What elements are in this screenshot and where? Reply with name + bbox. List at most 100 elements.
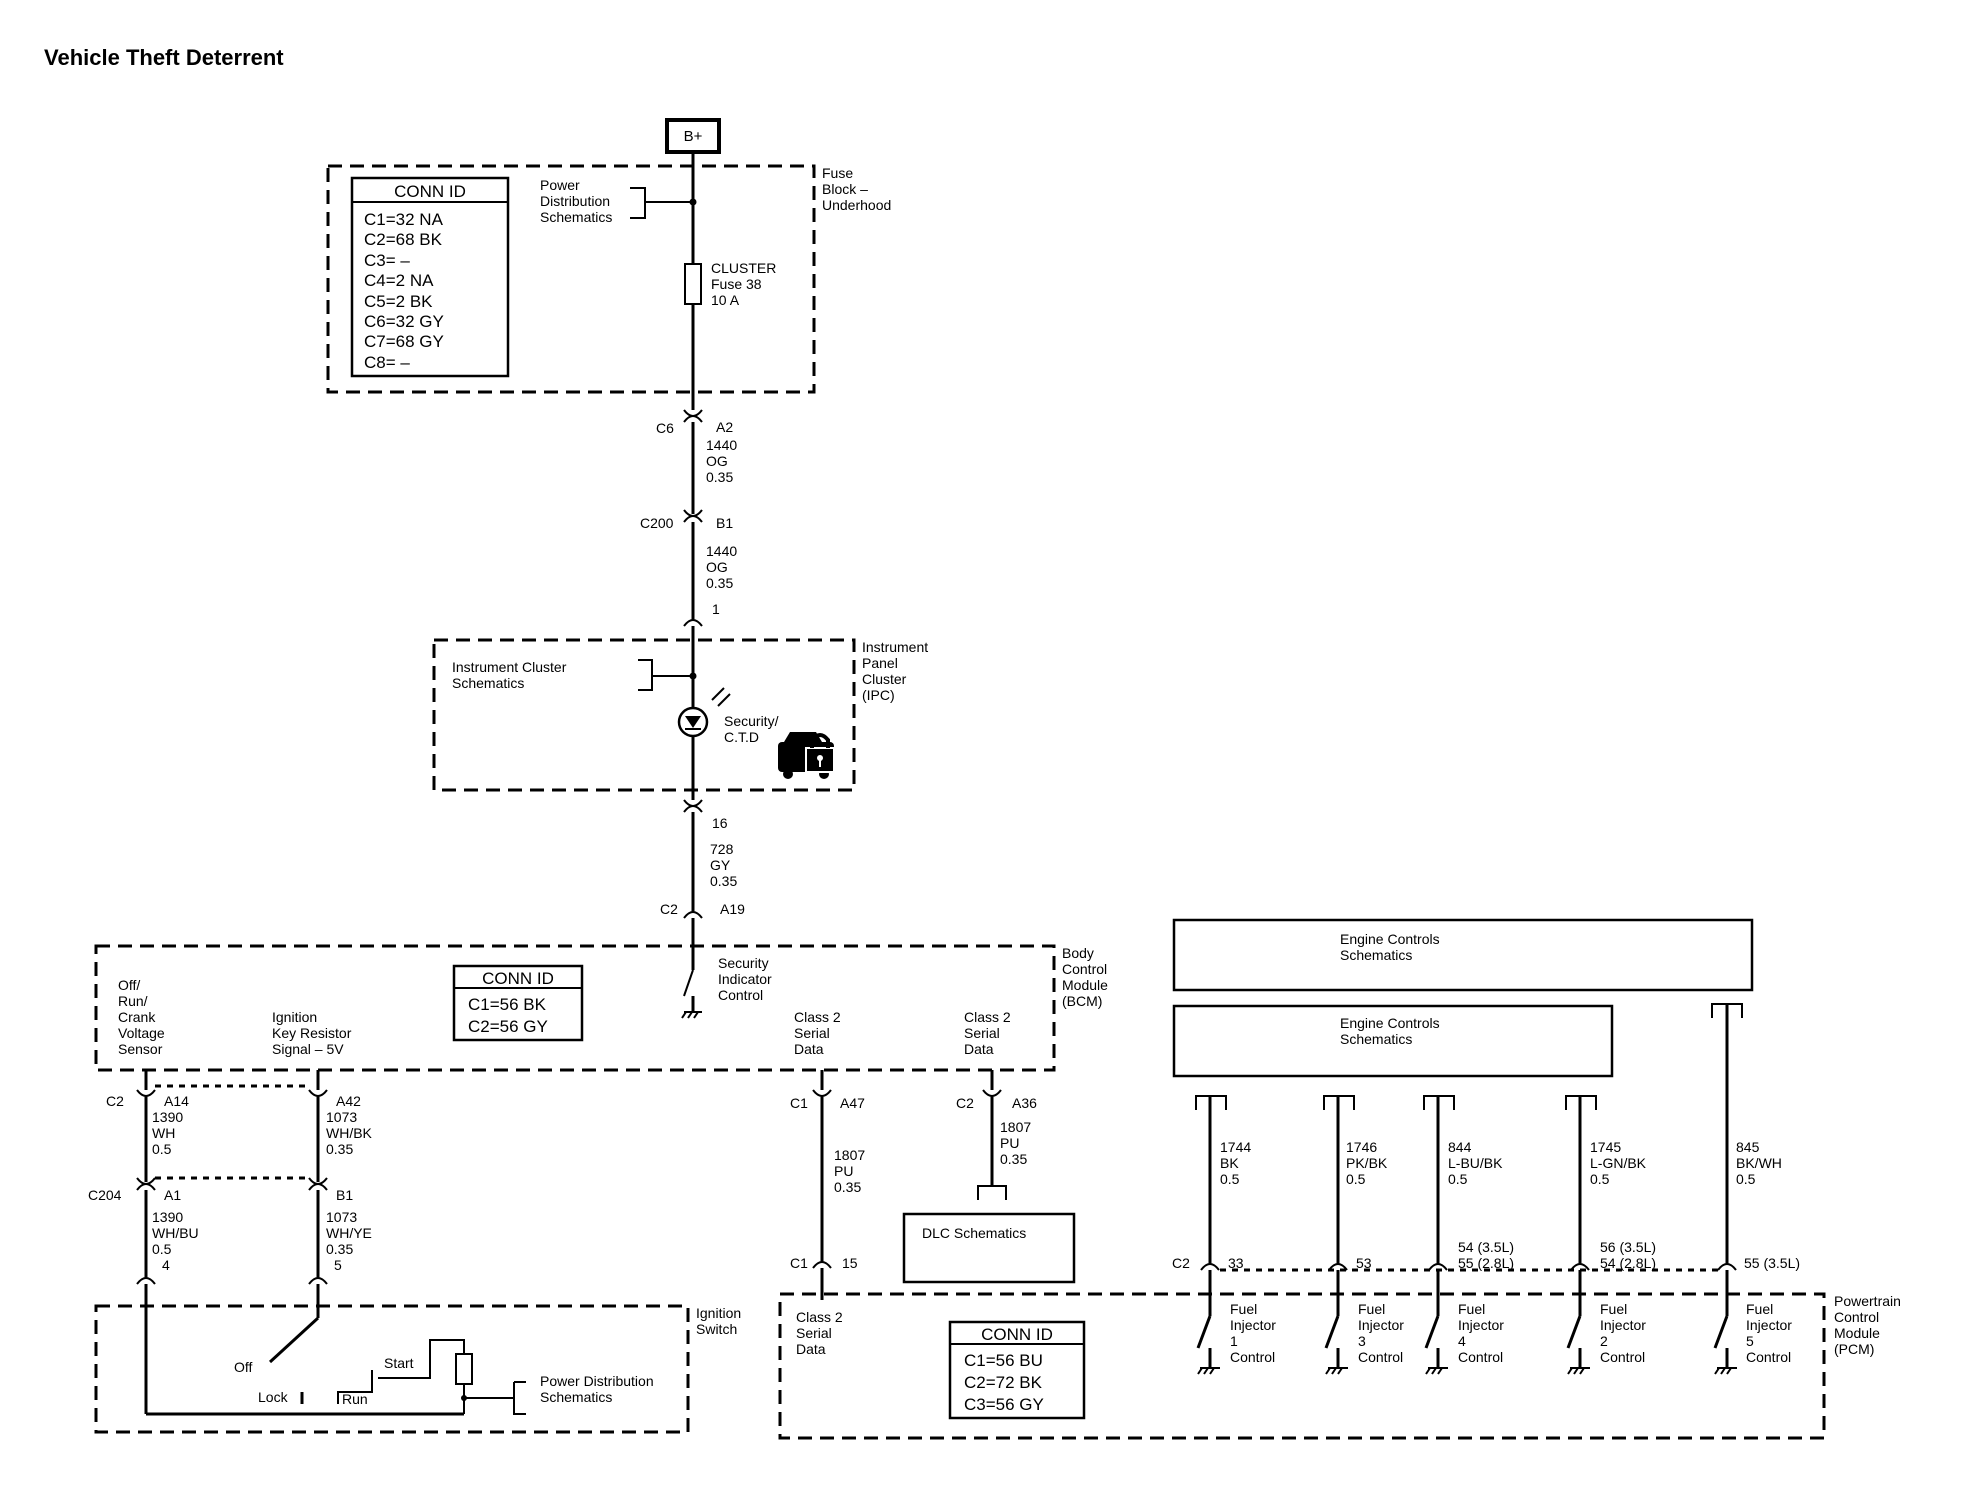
wire-1390-color-a: WH <box>152 1125 175 1141</box>
c2-a14-pin: A14 <box>164 1093 189 1109</box>
wire-1073-gauge-a: 0.35 <box>326 1141 353 1157</box>
inj1-gauge: 0.5 <box>1220 1171 1240 1187</box>
pcm-connid-1: C1=56 BU <box>964 1351 1043 1370</box>
a36-pin: A36 <box>1012 1095 1037 1111</box>
c200-label: C200 <box>640 515 674 531</box>
inj3-gauge: 0.5 <box>1346 1171 1366 1187</box>
inj1-connector: C2 <box>1172 1255 1190 1271</box>
fuse-block-connid-8: C8= – <box>364 353 410 372</box>
wire-1807-gauge-a: 0.35 <box>834 1179 861 1195</box>
fuse-block-connid-1: C1=32 NA <box>364 210 444 229</box>
b1-pin: B1 <box>336 1187 353 1203</box>
ignition-start: Start <box>384 1355 414 1371</box>
wire-1440-color-b: OG <box>706 559 728 575</box>
ipc-pin-in: 1 <box>712 601 720 617</box>
c1-15-connector: C1 <box>790 1255 808 1271</box>
ignition-off: Off <box>234 1359 253 1375</box>
injector-wire-1: 1744 BK 0.5 C2 33 <box>1172 1095 1251 1271</box>
wire-1807-circuit-b: 1807 <box>1000 1119 1031 1135</box>
pcm-pin-15: 15 <box>842 1255 858 1271</box>
c6-label: C6 <box>656 420 674 436</box>
ipc-pin-out: 16 <box>712 815 728 831</box>
wire-1440-color-a: OG <box>706 453 728 469</box>
fuse-block-connid-4: C4=2 NA <box>364 271 434 290</box>
c2-a14-connector: C2 <box>106 1093 124 1109</box>
wire-1440-circuit-b: 1440 <box>706 543 737 559</box>
inj4-pin2: 55 (2.8L) <box>1458 1255 1514 1271</box>
inj3-circuit: 1746 <box>1346 1139 1377 1155</box>
diagram-title: Vehicle Theft Deterrent <box>44 45 284 70</box>
a47-pin: A47 <box>840 1095 865 1111</box>
inj4-color: L-BU/BK <box>1448 1155 1503 1171</box>
connector-ipc-16: 16 <box>683 799 728 831</box>
wire-1073-circuit-a: 1073 <box>326 1109 357 1125</box>
ignition-run: Run <box>342 1391 368 1407</box>
wire-1073-circuit-b: 1073 <box>326 1209 357 1225</box>
injector-wire-3: 1746 PK/BK 0.5 53 <box>1323 1095 1388 1271</box>
c6-pin: A2 <box>716 419 733 435</box>
wire-728-color: GY <box>710 857 731 873</box>
wire-1807-dlc: C2 A36 1807 PU 0.35 <box>956 1070 1037 1200</box>
c200-pin: B1 <box>716 515 733 531</box>
wire-1073-color-b: WH/YE <box>326 1225 372 1241</box>
wire-1440-gauge-a: 0.35 <box>706 469 733 485</box>
wire-1807-pcm: C1 A47 1807 PU 0.35 C1 15 <box>790 1070 865 1300</box>
wire-1390-color-b: WH/BU <box>152 1225 199 1241</box>
injector-wire-2: 1745 L-GN/BK 0.5 56 (3.5L) 54 (2.8L) <box>1565 1095 1656 1271</box>
wire-1440-circuit-a: 1440 <box>706 437 737 453</box>
inj2-color: L-GN/BK <box>1590 1155 1647 1171</box>
wire-1390-circuit-b: 1390 <box>152 1209 183 1225</box>
connector-c200: C200 B1 <box>640 509 733 531</box>
injector-wire-4: 844 L-BU/BK 0.5 54 (3.5L) 55 (2.8L) <box>1423 1095 1514 1271</box>
wire-728-circuit: 728 <box>710 841 734 857</box>
wire-1807-gauge-b: 0.35 <box>1000 1151 1027 1167</box>
bcm-connid-2: C2=56 GY <box>468 1017 548 1036</box>
inj1-color: BK <box>1220 1155 1239 1171</box>
fuse-block-underhood: CONN ID C1=32 NA C2=68 BK C3= – C4=2 NA … <box>326 164 891 394</box>
injector-wire-5: 845 BK/WH 0.5 55 (3.5L) <box>1711 1003 1800 1271</box>
battery-label: B+ <box>684 128 703 145</box>
pcm-connid-title: CONN ID <box>981 1325 1053 1344</box>
fuse-block-connid-title: CONN ID <box>394 182 466 201</box>
c204-connector: C204 <box>88 1187 122 1203</box>
wire-1073: A42 1073 WH/BK 0.35 B1 1073 WH/YE 0.35 5 <box>308 1070 373 1285</box>
c204-a1-pin: A1 <box>164 1187 181 1203</box>
inj5-gauge: 0.5 <box>1736 1171 1756 1187</box>
wire-1807-color-b: PU <box>1000 1135 1019 1151</box>
fuse-block-connid-5: C5=2 BK <box>364 292 433 311</box>
wire-1807-circuit-a: 1807 <box>834 1147 865 1163</box>
battery-source: B+ <box>665 118 721 154</box>
ignition-lock: Lock <box>258 1389 289 1405</box>
inj2-pin2: 54 (2.8L) <box>1600 1255 1656 1271</box>
wire-1440-gauge-b: 0.35 <box>706 575 733 591</box>
inj2-gauge: 0.5 <box>1590 1171 1610 1187</box>
pcm-connid-3: C3=56 GY <box>964 1395 1044 1414</box>
wire-728-gauge: 0.35 <box>710 873 737 889</box>
connector-c6: C6 A2 <box>656 409 733 436</box>
inj4-pin: 54 (3.5L) <box>1458 1239 1514 1255</box>
fuse-block-connid-3: C3= – <box>364 251 410 270</box>
dlc-label: DLC Schematics <box>922 1225 1026 1241</box>
